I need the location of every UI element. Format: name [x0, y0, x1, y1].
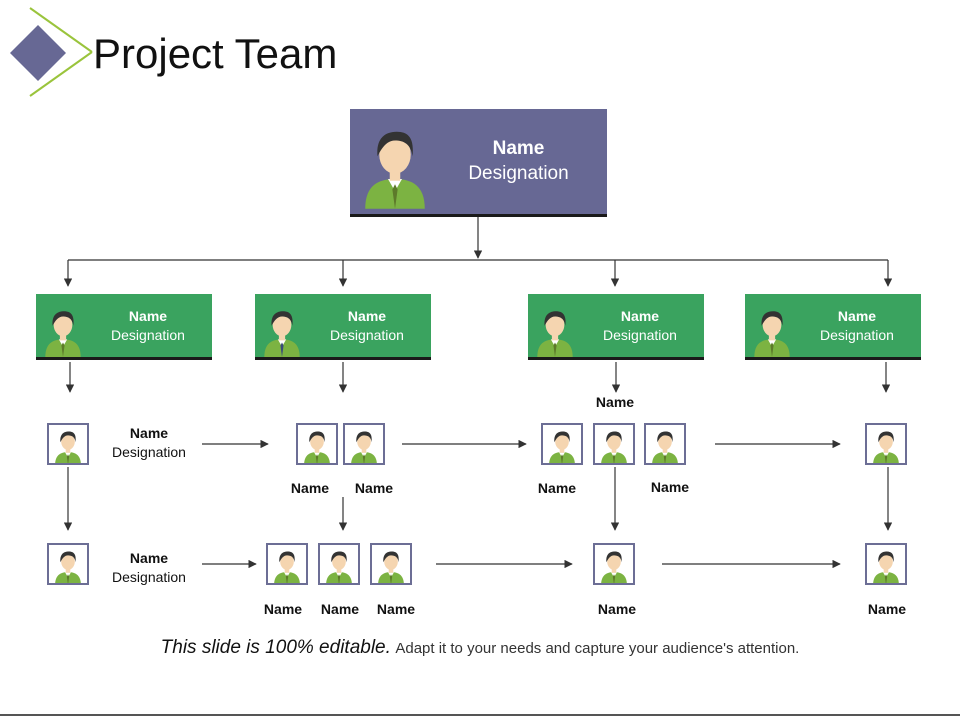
manager-designation: Designation [603, 326, 677, 343]
person-icon [304, 431, 330, 463]
person-icon [55, 551, 81, 583]
member-photo [318, 543, 360, 585]
person-icon [326, 551, 352, 583]
row1-side-designation: Designation [112, 443, 186, 460]
top-box: Name Designation [350, 109, 607, 217]
footer-lead: This slide is 100% editable. [160, 637, 391, 658]
member-name-label: Name [595, 394, 635, 410]
manager-name: Name [620, 308, 660, 325]
diamond-logo-icon [10, 7, 93, 97]
slide-title: Project Team [93, 30, 338, 77]
member-photo [47, 543, 89, 585]
person-icon [351, 431, 377, 463]
member-name-label: Name [537, 480, 577, 496]
member-name-label: Name [867, 601, 907, 617]
row1-side-text: Name Designation [112, 424, 186, 462]
footer-caption: This slide is 100% editable. Adapt it to… [0, 637, 960, 659]
member-photo [593, 543, 635, 585]
member-photo [644, 423, 686, 465]
row2-side-name: Name [129, 550, 169, 566]
member-name-label: Name [597, 601, 637, 617]
member-photo [593, 423, 635, 465]
member-name-label: Name [650, 479, 690, 495]
person-icon [45, 310, 81, 357]
person-icon [873, 551, 899, 583]
member-photo [47, 423, 89, 465]
top-name: Name [492, 137, 545, 159]
manager-box-1: Name Designation [36, 294, 212, 360]
person-icon [378, 551, 404, 583]
manager-box-2: Name Designation [255, 294, 431, 360]
member-name-label: Name [376, 601, 416, 617]
member-photo [266, 543, 308, 585]
bottom-divider [0, 714, 960, 716]
person-icon [652, 431, 678, 463]
person-icon [365, 131, 425, 209]
manager-name: Name [347, 308, 387, 325]
person-icon [264, 310, 300, 357]
member-name-label: Name [290, 480, 330, 496]
manager-designation: Designation [820, 326, 894, 343]
person-icon [754, 310, 790, 357]
member-name-label: Name [320, 601, 360, 617]
manager-box-4: Name Designation [745, 294, 921, 360]
person-icon [873, 431, 899, 463]
member-name-label: Name [263, 601, 303, 617]
member-photo [296, 423, 338, 465]
member-name-label: Name [354, 480, 394, 496]
manager-box-3: Name Designation [528, 294, 704, 360]
member-photo [370, 543, 412, 585]
manager-designation: Designation [330, 326, 404, 343]
person-icon [601, 551, 627, 583]
row2-side-text: Name Designation [112, 549, 186, 587]
member-photo [541, 423, 583, 465]
row1-side-name: Name [129, 425, 169, 441]
member-photo [343, 423, 385, 465]
person-icon [601, 431, 627, 463]
row2-side-designation: Designation [112, 568, 186, 585]
member-photo [865, 423, 907, 465]
manager-name: Name [128, 308, 168, 325]
person-icon [549, 431, 575, 463]
person-icon [55, 431, 81, 463]
manager-designation: Designation [111, 326, 185, 343]
member-photo [865, 543, 907, 585]
manager-name: Name [837, 308, 877, 325]
footer-rest: Adapt it to your needs and capture your … [395, 640, 800, 657]
person-icon [537, 310, 573, 357]
person-icon [274, 551, 300, 583]
top-designation: Designation [468, 162, 569, 184]
